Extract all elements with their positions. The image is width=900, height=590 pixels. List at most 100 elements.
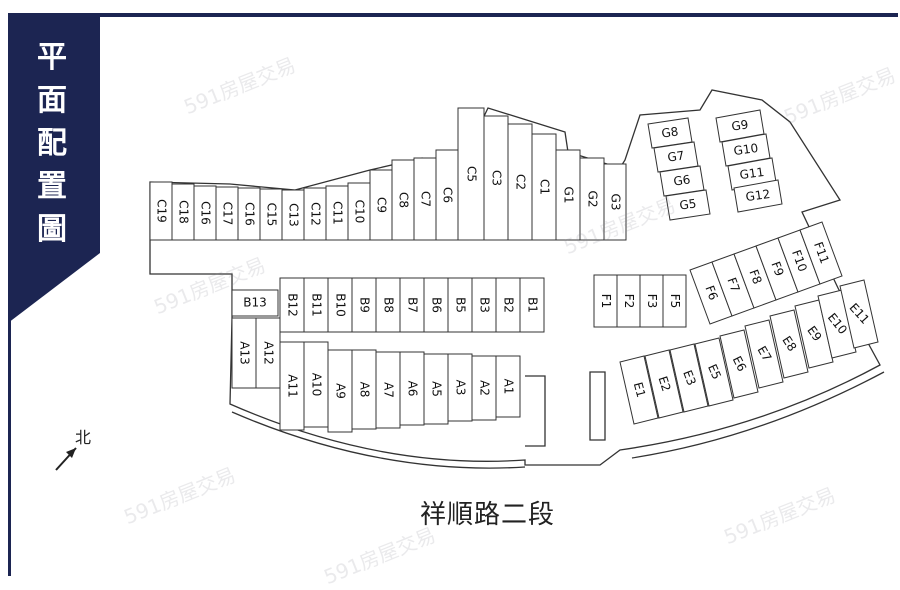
space-b-8: B3 — [471, 277, 497, 333]
space-a13: A13 — [231, 317, 257, 389]
space-e-7: E9 — [794, 299, 834, 369]
space-a-4: A7 — [375, 351, 401, 429]
space-b13: B13 — [231, 289, 279, 317]
svg-text:C10: C10 — [353, 200, 367, 224]
space-f-diag-2: F8 — [733, 245, 777, 309]
space-f-mid-2: F3 — [639, 274, 664, 328]
north-arrow-icon — [55, 447, 77, 471]
svg-text:F6: F6 — [702, 284, 720, 302]
svg-text:C6: C6 — [441, 187, 455, 203]
svg-text:B5: B5 — [454, 297, 468, 313]
north-label: 北 — [75, 428, 92, 447]
space-c-7: C12 — [303, 187, 327, 241]
space-g-left-0: G8 — [647, 117, 693, 149]
space-e-0: E1 — [619, 355, 659, 425]
space-a-0: A11 — [279, 341, 305, 431]
space-c-10: C9 — [369, 169, 393, 241]
space-f-mid-3: F5 — [662, 274, 687, 328]
svg-text:C3: C3 — [490, 170, 504, 186]
space-e-1: E2 — [644, 349, 684, 419]
svg-text:B1: B1 — [526, 297, 540, 313]
space-f-diag-1: F7 — [711, 253, 755, 317]
svg-text:G1: G1 — [562, 187, 576, 204]
svg-text:A10: A10 — [310, 373, 324, 396]
street-name: 祥順路二段 — [420, 500, 556, 530]
space-c-16: C2 — [507, 123, 533, 241]
space-a12: A12 — [255, 317, 281, 389]
space-b-0: B12 — [279, 277, 305, 333]
space-b-4: B8 — [375, 277, 401, 333]
space-f-mid-0: F1 — [593, 274, 618, 328]
space-b-1: B11 — [303, 277, 329, 333]
title-char-3: 配 — [37, 126, 67, 161]
svg-text:C5: C5 — [465, 166, 479, 182]
space-c-18: G1 — [555, 149, 581, 241]
space-b-7: B5 — [447, 277, 473, 333]
svg-text:A5: A5 — [430, 381, 444, 397]
space-e-6: E8 — [769, 309, 809, 379]
svg-text:G12: G12 — [745, 187, 771, 204]
svg-text:E2: E2 — [655, 374, 673, 393]
space-e-2: E3 — [669, 343, 709, 413]
svg-text:B8: B8 — [382, 297, 396, 313]
svg-text:C8: C8 — [397, 192, 411, 208]
svg-text:E3: E3 — [680, 368, 699, 387]
svg-text:C19: C19 — [155, 199, 169, 223]
space-c-6: C13 — [281, 189, 305, 241]
entrance-box-2 — [589, 371, 606, 441]
svg-text:A1: A1 — [502, 379, 516, 395]
floor-plan-title: 平 面 配 置 圖 — [30, 36, 74, 251]
space-e-9: E11 — [839, 279, 879, 349]
svg-text:C11: C11 — [331, 201, 345, 225]
svg-text:A3: A3 — [454, 380, 468, 396]
entrance-box — [525, 375, 546, 447]
title-char-4: 置 — [37, 169, 67, 204]
svg-text:E5: E5 — [705, 362, 724, 382]
space-c-15: C3 — [483, 115, 509, 241]
svg-text:C18: C18 — [177, 200, 191, 224]
space-c-11: C8 — [391, 159, 415, 241]
svg-text:F5: F5 — [668, 294, 682, 309]
space-c-13: C6 — [435, 149, 459, 241]
space-g-right-3: G12 — [733, 179, 783, 213]
svg-text:G3: G3 — [609, 194, 623, 211]
svg-text:G9: G9 — [731, 117, 750, 133]
space-g-left-1: G7 — [653, 141, 699, 173]
svg-text:B12: B12 — [286, 293, 300, 317]
space-f-diag-0: F6 — [689, 261, 733, 325]
space-f-mid-1: F2 — [616, 274, 641, 328]
svg-text:E7: E7 — [755, 344, 775, 364]
space-a-1: A10 — [303, 341, 329, 428]
svg-text:C13: C13 — [287, 203, 301, 227]
space-e-5: E7 — [744, 319, 784, 389]
space-c-19: G2 — [579, 157, 605, 241]
space-e-8: E10 — [817, 289, 857, 359]
space-a-6: A5 — [423, 353, 449, 425]
space-g-left-3: G5 — [665, 189, 711, 221]
svg-text:F2: F2 — [622, 294, 636, 309]
svg-text:B11: B11 — [310, 293, 324, 317]
svg-text:G11: G11 — [739, 165, 765, 182]
space-e-4: E6 — [719, 329, 759, 399]
svg-text:F8: F8 — [746, 268, 764, 286]
inner-curb-2 — [631, 371, 885, 459]
space-c-9: C10 — [347, 182, 371, 241]
svg-text:C7: C7 — [419, 191, 433, 207]
title-char-5: 圖 — [37, 212, 67, 247]
svg-text:B13: B13 — [243, 296, 267, 310]
svg-text:E8: E8 — [779, 334, 799, 354]
svg-text:G5: G5 — [679, 196, 698, 212]
svg-text:F7: F7 — [724, 276, 742, 294]
svg-text:F9: F9 — [768, 260, 786, 278]
svg-text:C9: C9 — [375, 197, 389, 213]
space-a-3: A8 — [351, 349, 377, 430]
svg-text:A9: A9 — [334, 383, 348, 399]
lot-outline — [149, 89, 881, 466]
space-c-4: C16 — [237, 187, 261, 241]
svg-text:C12: C12 — [309, 202, 323, 226]
space-a-5: A6 — [399, 351, 425, 426]
svg-text:G8: G8 — [661, 124, 680, 140]
space-a-2: A9 — [327, 349, 353, 433]
space-c-1: C18 — [171, 183, 195, 241]
svg-text:G6: G6 — [673, 172, 692, 188]
